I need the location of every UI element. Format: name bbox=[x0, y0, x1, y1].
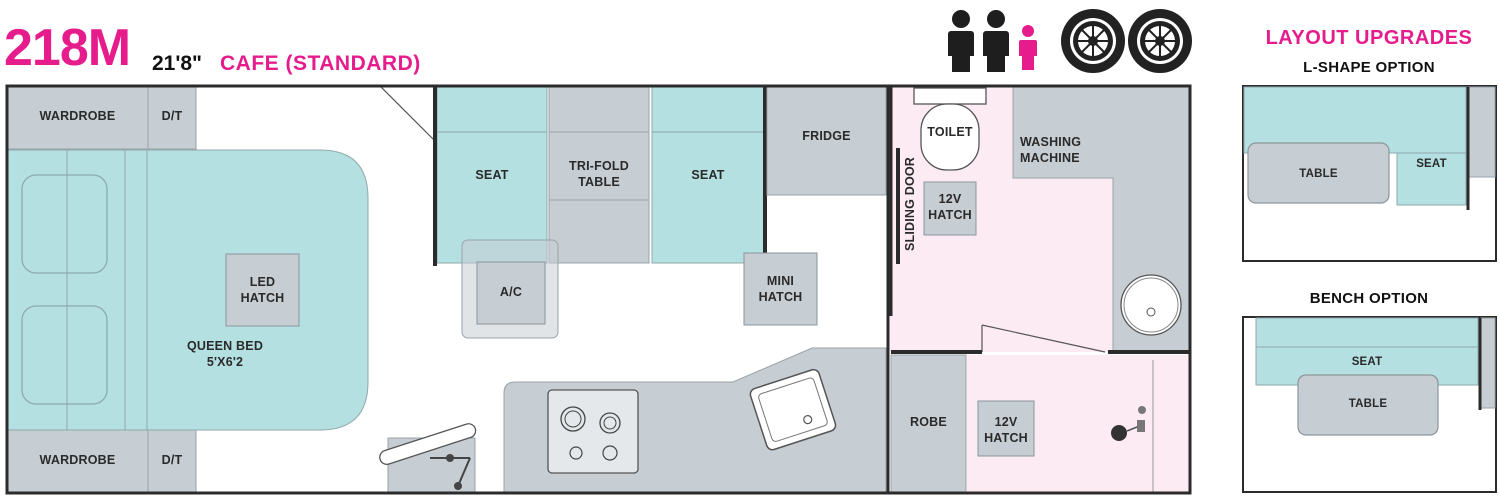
swing-table bbox=[379, 423, 477, 465]
kitchen-sink bbox=[749, 368, 837, 451]
seat-right-label: SEAT bbox=[691, 168, 725, 182]
bench-table-label: TABLE bbox=[1348, 398, 1388, 410]
mini-hatch-label: MINI HATCH bbox=[758, 274, 803, 304]
model-number: 218M bbox=[4, 19, 131, 77]
ac-label: A/C bbox=[499, 285, 523, 299]
bench-seat-label: SEAT bbox=[1351, 356, 1383, 368]
seat-left-back bbox=[436, 85, 548, 133]
model-length: 21'8" bbox=[152, 52, 202, 75]
person-adult-icon bbox=[983, 10, 1009, 72]
person-adult-icon bbox=[948, 10, 974, 72]
pillow-1 bbox=[21, 174, 108, 274]
lshape-table-label: TABLE bbox=[1299, 168, 1338, 180]
toilet-label: TOILET bbox=[927, 125, 973, 139]
queen-bed bbox=[6, 149, 369, 431]
queen-bed-label: QUEEN BED 5'X6'2 bbox=[186, 339, 264, 369]
bath-hatch-label: 12V HATCH bbox=[928, 192, 972, 222]
robe-label: ROBE bbox=[910, 415, 947, 429]
cooktop bbox=[547, 389, 639, 474]
led-hatch bbox=[225, 253, 300, 327]
wardrobe-bottom-label: WARDROBE bbox=[39, 453, 116, 467]
sliding-door-label: SLIDING DOOR bbox=[903, 156, 917, 252]
trifold-top bbox=[548, 85, 650, 133]
shower-hatch-label: 12V HATCH bbox=[984, 415, 1028, 445]
dt-top-label: D/T bbox=[161, 109, 183, 123]
person-child-icon bbox=[1019, 25, 1037, 70]
seat-left-label: SEAT bbox=[475, 168, 509, 182]
shower-hatch bbox=[977, 400, 1035, 457]
pillow-2 bbox=[21, 305, 108, 405]
mini-hatch bbox=[743, 252, 818, 326]
shower-head-icon bbox=[1111, 425, 1127, 441]
trifold-table bbox=[548, 131, 650, 201]
lshape-seat-label: SEAT bbox=[1416, 158, 1447, 170]
led-hatch-label: LED HATCH bbox=[240, 275, 285, 305]
layout-name: CAFE (STANDARD) bbox=[220, 52, 421, 75]
toilet-cistern bbox=[913, 87, 987, 105]
upgrades-title: LAYOUT UPGRADES bbox=[1265, 27, 1473, 49]
trifold-table-label: TRI-FOLD TABLE bbox=[569, 159, 629, 189]
wheel-icon bbox=[1128, 9, 1192, 73]
wheel-icon bbox=[1061, 9, 1125, 73]
lshape-table bbox=[1247, 142, 1390, 204]
seat-right bbox=[651, 131, 765, 264]
wardrobe-top-label: WARDROBE bbox=[39, 109, 116, 123]
dt-bottom-label: D/T bbox=[161, 453, 183, 467]
fridge-label: FRIDGE bbox=[802, 129, 851, 143]
seat-right-back bbox=[651, 85, 765, 133]
outer-wall bbox=[5, 84, 1192, 495]
toilet-bowl bbox=[920, 103, 980, 171]
bath-hatch bbox=[923, 181, 977, 236]
wardrobe-bottom bbox=[6, 429, 149, 494]
bench-table bbox=[1297, 374, 1439, 436]
trifold-bottom bbox=[548, 199, 650, 264]
basin bbox=[1120, 274, 1182, 336]
lshape-option-label: L-SHAPE OPTION bbox=[1303, 59, 1435, 76]
washing-machine-label: WASHING MACHINE bbox=[1020, 135, 1082, 165]
fridge bbox=[766, 85, 887, 196]
dt-top bbox=[147, 85, 197, 150]
bench-option-label: BENCH OPTION bbox=[1309, 290, 1429, 307]
